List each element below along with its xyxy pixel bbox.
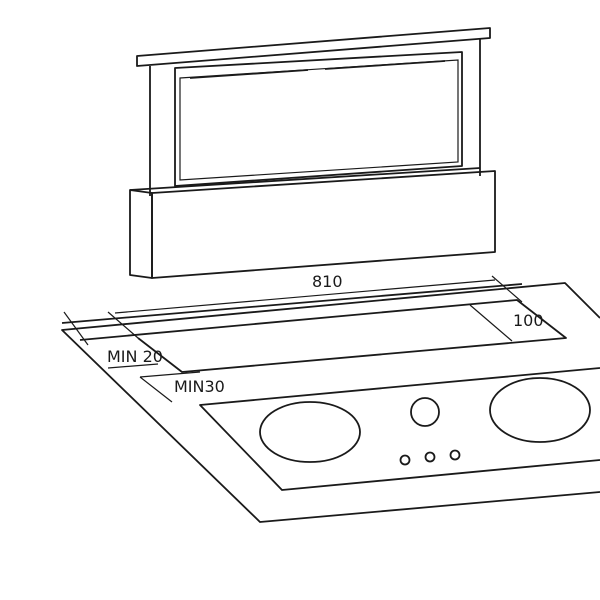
depth-label: 100 <box>513 311 544 330</box>
hood-inner-frame <box>179 59 459 181</box>
min-side-dimension-line <box>63 311 89 346</box>
min-side-underline <box>107 363 159 369</box>
hood-base-side <box>129 189 153 279</box>
width-label: 810 <box>312 272 343 291</box>
min-front-label: MIN30 <box>174 377 225 396</box>
width-ext-left <box>107 311 139 339</box>
cutout-back-line <box>61 283 523 324</box>
countertop <box>61 282 600 523</box>
control-dot-2 <box>424 451 436 463</box>
cutout-outline <box>79 299 567 373</box>
control-dot-1 <box>399 454 411 466</box>
depth-dimension-line <box>469 304 513 342</box>
countertop-outline <box>61 282 600 523</box>
min-side-label: MIN 20 <box>107 347 163 366</box>
hood-top-cap <box>136 27 491 67</box>
hood-led-strip-left <box>189 69 309 79</box>
control-dot-3 <box>449 449 461 461</box>
hood-glass-panel <box>174 51 463 187</box>
dimension-lines <box>63 275 523 403</box>
hood-led-strip-right <box>324 60 446 70</box>
hood-base-front <box>151 170 496 279</box>
width-ext-right <box>491 275 523 303</box>
width-dimension-line <box>114 279 496 314</box>
left-burner <box>259 401 361 463</box>
hood-base-top-edge <box>129 167 481 191</box>
right-burner <box>489 377 591 443</box>
downdraft-hood <box>129 27 496 279</box>
cooktop-outline <box>199 367 600 491</box>
min-front-ext <box>139 371 201 378</box>
min-front-dimension-line <box>139 376 173 403</box>
control-knob <box>410 397 440 427</box>
